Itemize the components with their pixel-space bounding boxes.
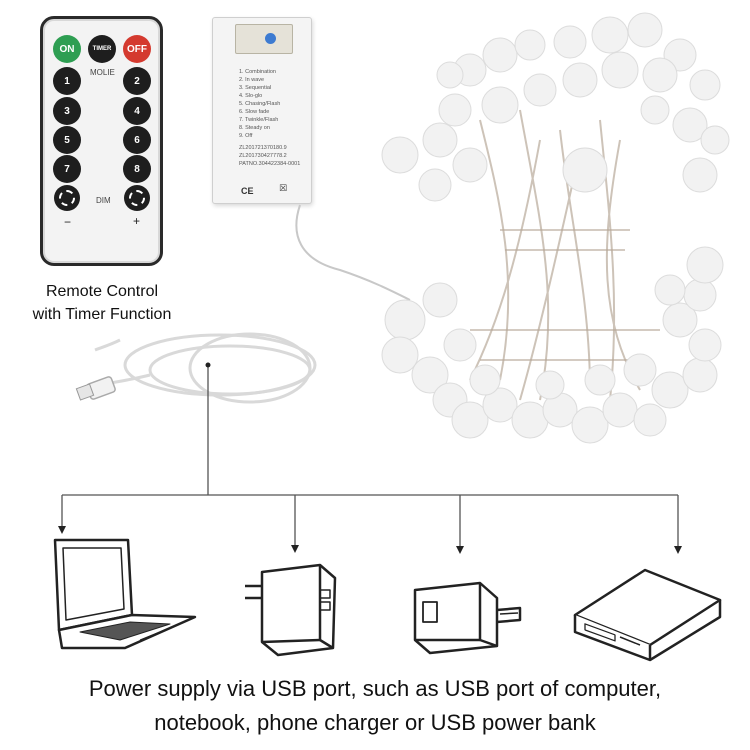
- on-button[interactable]: ON: [53, 35, 81, 63]
- off-button[interactable]: OFF: [123, 35, 151, 63]
- laptop-icon: [53, 538, 197, 650]
- dim-up-button[interactable]: [124, 185, 150, 211]
- number-button-1[interactable]: 1: [53, 67, 81, 95]
- arrow-down-icon: [456, 546, 464, 554]
- mode-label: MOLIE: [90, 68, 115, 77]
- number-button-6[interactable]: 6: [123, 126, 151, 154]
- arrow-down-icon: [291, 545, 299, 553]
- caption-line1: Power supply via USB port, such as USB p…: [88, 676, 662, 701]
- mode-item: 5. Chasing/Flash: [239, 101, 281, 107]
- battery-wire: [295, 204, 411, 301]
- number-button-3[interactable]: 3: [53, 97, 81, 125]
- arrow-down-icon: [674, 546, 682, 554]
- light-bulbs: [381, 12, 730, 444]
- remote-control: ON TIMER OFF MOLIE 1 2 3 4 5 6 7 8 DIM −…: [40, 16, 163, 266]
- mode-item: 2. In wave: [239, 77, 265, 83]
- remote-caption: Remote Control with Timer Function: [0, 280, 204, 326]
- connector-lines: [61, 365, 679, 548]
- patent-code: ZL201721370180.9: [239, 145, 287, 151]
- usb-plug-icon: [75, 376, 116, 401]
- number-button-2[interactable]: 2: [123, 67, 151, 95]
- mode-item: 6. Slow fade: [239, 109, 270, 115]
- number-button-8[interactable]: 8: [123, 155, 151, 183]
- mode-item: 3. Sequential: [239, 85, 272, 91]
- minus-label: −: [64, 215, 72, 229]
- wall-charger-icon: [245, 563, 337, 657]
- timer-button[interactable]: TIMER: [88, 35, 116, 63]
- number-button-4[interactable]: 4: [123, 97, 151, 125]
- number-button-5[interactable]: 5: [53, 126, 81, 154]
- caption-line2: notebook, phone charger or USB power ban…: [154, 710, 596, 735]
- junction-dot: [205, 362, 211, 368]
- plus-label: +: [133, 214, 141, 228]
- mode-item: 4. Slo-glo: [239, 93, 263, 99]
- mode-item: 7. Twinkle/Flash: [239, 117, 279, 123]
- mode-item: 9. Off: [239, 133, 253, 139]
- recycle-bin-icon: ☒: [279, 183, 288, 193]
- remote-caption-line2: with Timer Function: [32, 306, 172, 323]
- patent-code: ZL201730427778.2: [239, 153, 287, 159]
- mode-list: 1. Combination 2. In wave 3. Sequential …: [239, 68, 300, 168]
- usb-charger-icon: [413, 581, 522, 655]
- dim-down-button[interactable]: [54, 185, 80, 211]
- battery-switch: [235, 24, 293, 54]
- power-supply-caption: Power supply via USB port, such as USB p…: [0, 672, 750, 740]
- battery-box: 1. Combination 2. In wave 3. Sequential …: [212, 17, 312, 204]
- number-button-7[interactable]: 7: [53, 155, 81, 183]
- remote-caption-line1: Remote Control: [45, 283, 159, 300]
- mode-item: 1. Combination: [239, 69, 276, 75]
- power-bank-icon: [573, 568, 722, 662]
- patent-code: PATNO.304422384-0001: [239, 161, 301, 167]
- ce-mark: CE: [241, 186, 254, 196]
- arrow-down-icon: [58, 526, 66, 534]
- mode-button[interactable]: [265, 33, 276, 44]
- usb-cable: [94, 332, 317, 404]
- light-bundle: [469, 109, 660, 401]
- mode-item: 8. Steady on: [239, 125, 270, 131]
- arrow-heads: [58, 526, 682, 554]
- dim-label: DIM: [96, 196, 111, 205]
